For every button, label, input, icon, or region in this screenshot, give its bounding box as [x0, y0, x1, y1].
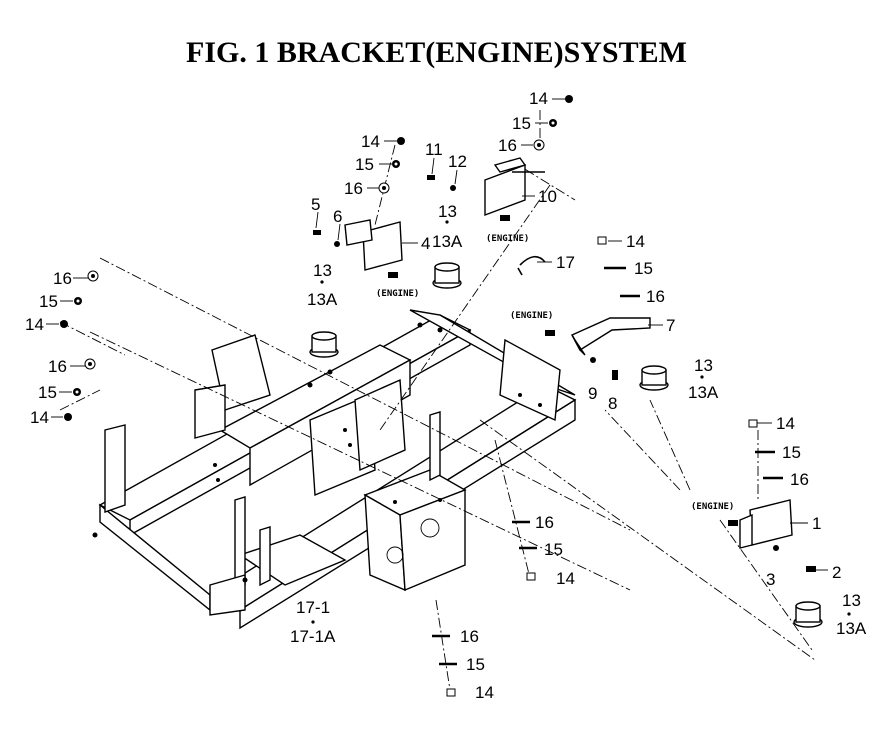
label-13-a: 13 — [313, 261, 332, 280]
label-13-b: 13 — [438, 202, 457, 221]
part-number-labels: 14 15 16 14 15 16 11 12 10 5 6 4 13 13A … — [25, 89, 867, 702]
label-13A-b: 13A — [432, 232, 463, 251]
label-15-bracket4: 15 — [355, 155, 374, 174]
mount-13-d — [793, 601, 823, 628]
fasteners — [60, 95, 851, 697]
label-5: 5 — [311, 195, 320, 214]
label-16-bracket7: 16 — [646, 287, 665, 306]
label-17-1: 17-1 — [296, 598, 330, 617]
label-14-bracket1: 14 — [776, 414, 795, 433]
label-16-center: 16 — [535, 513, 554, 532]
label-16-top: 16 — [498, 136, 517, 155]
engine-label-1: (ENGINE) — [486, 234, 529, 244]
label-14-bottom: 14 — [475, 683, 494, 702]
label-13-c: 13 — [694, 356, 713, 375]
label-16-bracket1: 16 — [790, 470, 809, 489]
label-15-left-top: 15 — [39, 292, 58, 311]
label-3: 3 — [766, 570, 775, 589]
label-14-center: 14 — [556, 569, 575, 588]
label-12: 12 — [448, 152, 467, 171]
engine-label-4: (ENGINE) — [691, 502, 734, 512]
label-16-left-bottom: 16 — [48, 357, 67, 376]
label-10: 10 — [538, 187, 557, 206]
label-15-top: 15 — [512, 114, 531, 133]
label-11: 11 — [425, 140, 443, 159]
label-14-left-bottom: 14 — [30, 408, 49, 427]
label-17: 17 — [556, 253, 575, 272]
bracket-4 — [344, 219, 403, 271]
label-13A-d: 13A — [836, 619, 867, 638]
engine-frame — [92, 309, 577, 630]
label-17-1A: 17-1A — [290, 627, 336, 646]
label-14-left-top: 14 — [25, 315, 44, 334]
engine-label-3: (ENGINE) — [510, 311, 553, 321]
label-15-bracket7: 15 — [634, 259, 653, 278]
label-13-d: 13 — [842, 591, 861, 610]
bracket-1 — [739, 499, 793, 549]
label-16-left-top: 16 — [53, 269, 72, 288]
label-13A-c: 13A — [688, 383, 719, 402]
engine-label-2: (ENGINE) — [376, 289, 419, 299]
label-4: 4 — [421, 234, 430, 253]
label-15-center: 15 — [544, 540, 563, 559]
label-7: 7 — [666, 316, 675, 335]
label-14-bracket7: 14 — [626, 232, 645, 251]
page-title: FIG. 1 BRACKET(ENGINE)SYSTEM — [186, 36, 687, 69]
label-15-bottom: 15 — [466, 655, 485, 674]
mount-13-c — [639, 365, 669, 391]
label-2: 2 — [832, 563, 841, 582]
leader-lines — [59, 110, 816, 691]
label-ticks — [46, 98, 828, 571]
hose-17 — [517, 255, 546, 276]
label-15-left-bottom: 15 — [38, 383, 57, 402]
label-1: 1 — [812, 514, 821, 533]
label-8: 8 — [608, 394, 617, 413]
label-16-bottom: 16 — [460, 627, 479, 646]
bracket-7 — [571, 317, 651, 356]
mount-13-a — [309, 331, 339, 358]
bracket-10 — [484, 157, 545, 217]
label-9: 9 — [588, 384, 597, 403]
label-14-top: 14 — [529, 89, 548, 108]
label-13A-a: 13A — [307, 290, 338, 309]
label-6: 6 — [333, 207, 342, 226]
label-15-bracket1: 15 — [782, 443, 801, 462]
mount-13-b — [432, 262, 462, 289]
label-16-bracket4: 16 — [344, 179, 363, 198]
label-14-bracket4: 14 — [361, 132, 380, 151]
